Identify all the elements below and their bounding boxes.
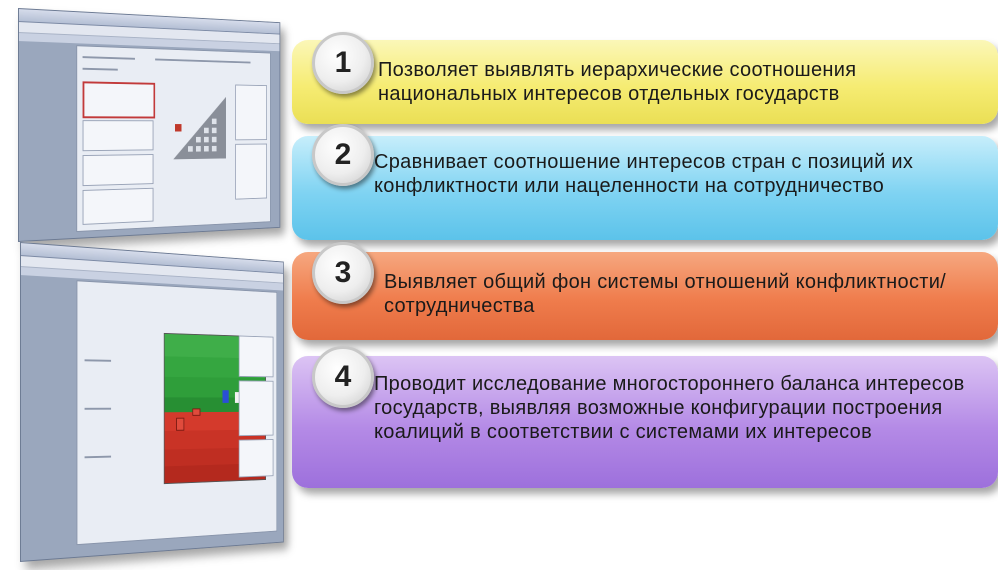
chart-marker-blue xyxy=(222,390,228,403)
chart-marker-red xyxy=(176,418,184,431)
number-badge-4: 4 xyxy=(312,346,374,408)
number-badge-1: 1 xyxy=(312,32,374,94)
list-row xyxy=(239,439,274,477)
list-row-selected xyxy=(83,81,156,118)
matrix-triangle xyxy=(172,87,228,161)
feature-text-1: Позволяет выявлять иерархические соотнош… xyxy=(378,58,978,106)
feature-text-3: Выявляет общий фон системы отношений кон… xyxy=(384,270,984,318)
axis-label xyxy=(85,456,112,459)
field-line xyxy=(155,59,250,64)
number-badge-3: 3 xyxy=(312,242,374,304)
field-line xyxy=(83,68,118,71)
list-row xyxy=(235,144,267,200)
field-line xyxy=(83,56,135,60)
dialog-panel xyxy=(76,280,277,545)
software-screenshot-bottom xyxy=(20,242,284,562)
list-row xyxy=(83,154,154,186)
list-row xyxy=(239,380,274,436)
list-row xyxy=(235,85,267,141)
dialog-panel xyxy=(76,45,270,232)
list-row xyxy=(83,188,154,225)
chart-marker-red xyxy=(192,408,200,415)
feature-text-4: Проводит исследование многостороннего ба… xyxy=(374,372,984,444)
list-row xyxy=(83,120,154,151)
list-row xyxy=(239,336,274,378)
axis-label xyxy=(85,408,112,410)
number-badge-2: 2 xyxy=(312,124,374,186)
feature-text-2: Сравнивает соотношение интересов стран с… xyxy=(374,150,984,198)
software-screenshot-top xyxy=(18,8,280,242)
axis-label xyxy=(85,359,112,361)
